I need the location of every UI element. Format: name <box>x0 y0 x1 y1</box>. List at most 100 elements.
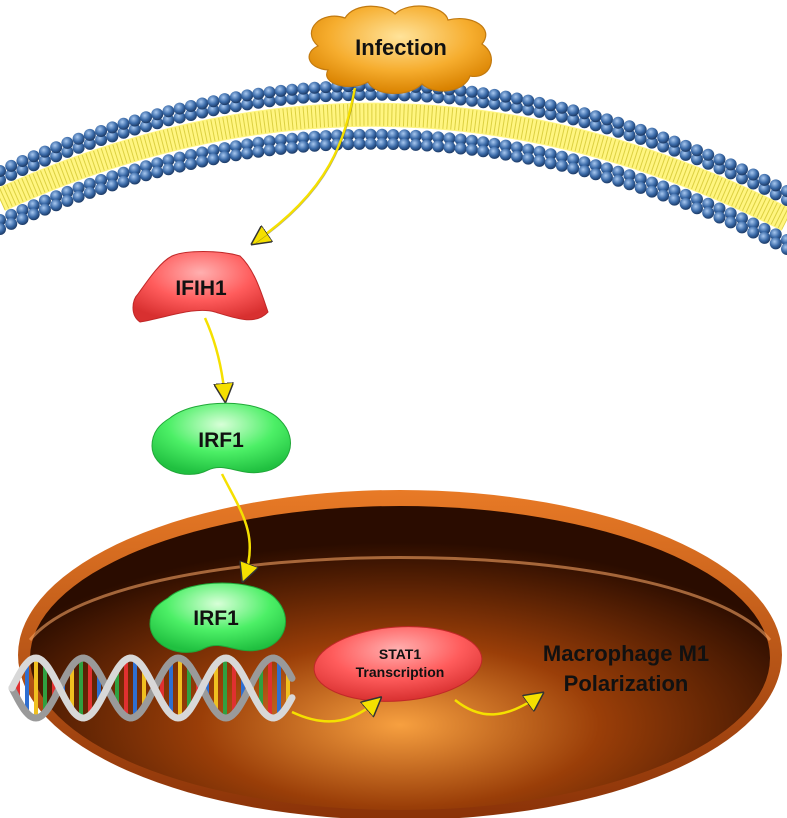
outcome-label-line1: Macrophage M1 <box>542 641 710 666</box>
membrane-bead <box>409 89 422 102</box>
membrane-bead <box>83 137 96 150</box>
membrane-bead <box>27 159 40 172</box>
membrane-bead <box>61 136 74 149</box>
membrane-bead <box>5 217 18 230</box>
membrane-bead <box>612 174 625 187</box>
membrane-bead <box>702 148 715 161</box>
membrane-bead <box>735 212 748 225</box>
membrane-bead <box>140 111 153 124</box>
membrane-bead <box>612 125 625 138</box>
membrane-bead <box>151 166 164 179</box>
membrane-bead <box>781 194 787 206</box>
membrane-bead <box>555 110 568 123</box>
membrane-bead <box>308 139 321 152</box>
membrane-bead <box>679 139 692 152</box>
membrane-bead <box>578 165 591 178</box>
membrane-bead <box>387 129 400 141</box>
membrane-bead <box>567 113 580 126</box>
membrane-bead <box>420 139 433 152</box>
membrane-bead <box>184 108 197 121</box>
membrane-bead <box>38 203 51 216</box>
membrane-bead <box>274 93 287 106</box>
membrane-bead <box>702 206 715 219</box>
membrane-bead <box>16 155 29 168</box>
membrane-bead <box>274 133 287 146</box>
membrane-bead <box>162 105 175 118</box>
membrane-bead <box>263 135 276 148</box>
membrane-bead <box>544 108 557 121</box>
membrane-bead <box>128 163 141 176</box>
membrane-bead <box>342 138 355 151</box>
membrane-bead <box>612 165 625 178</box>
membrane-bead <box>589 159 602 172</box>
membrane-bead <box>128 114 141 127</box>
membrane-bead <box>117 117 130 130</box>
membrane-bead <box>162 163 175 176</box>
membrane-bead <box>196 97 209 110</box>
membrane-bead <box>364 137 377 150</box>
membrane-bead <box>162 154 175 167</box>
membrane-bead <box>420 130 433 143</box>
membrane-bead <box>319 90 332 103</box>
membrane-bead <box>758 231 771 244</box>
membrane-bead <box>241 138 254 151</box>
stat1-transcription-node <box>313 626 483 702</box>
membrane-bead <box>465 143 478 156</box>
membrane-bead <box>173 160 186 173</box>
membrane-bead <box>623 178 636 191</box>
membrane-bead <box>533 105 546 118</box>
membrane-bead <box>207 153 220 166</box>
arrow-ifih1-to-irf1 <box>203 317 225 398</box>
membrane-bead <box>589 168 602 181</box>
membrane-bead <box>544 99 557 112</box>
membrane-bead <box>488 146 501 159</box>
membrane-bead <box>735 172 748 185</box>
membrane-bead <box>387 138 400 150</box>
membrane-bead <box>398 138 411 151</box>
membrane-bead <box>218 93 231 106</box>
membrane-bead <box>106 130 119 143</box>
membrane-bead <box>623 169 636 182</box>
membrane-bead <box>465 94 478 107</box>
membrane-bead <box>16 204 29 217</box>
membrane-bead <box>420 90 433 103</box>
membrane-bead <box>668 144 681 157</box>
membrane-bead <box>95 173 108 186</box>
membrane-bead <box>376 128 389 141</box>
membrane-bead <box>488 88 501 101</box>
membrane-bead <box>555 159 568 172</box>
membrane-bead <box>747 168 760 181</box>
membrane-bead <box>140 120 153 133</box>
arrow-irf1-to-nucleus <box>220 473 250 578</box>
arrow-infection-to-ifih1 <box>255 87 357 242</box>
membrane-bead <box>690 144 703 157</box>
membrane-bead <box>499 90 512 103</box>
membrane-bead <box>769 237 782 250</box>
irf1-cytoplasm-node <box>151 402 291 475</box>
membrane-bead <box>555 150 568 163</box>
membrane-bead <box>353 137 366 150</box>
membrane-bead <box>252 87 265 100</box>
membrane-bead <box>297 131 310 144</box>
membrane-bead <box>50 150 63 163</box>
membrane-bead <box>0 165 6 177</box>
membrane-bead <box>72 141 85 154</box>
membrane-bead <box>702 157 715 170</box>
membrane-bead <box>140 169 153 182</box>
outcome-label: Macrophage M1 Polarization <box>543 639 709 699</box>
membrane-bead <box>218 102 231 115</box>
membrane-bead <box>657 140 670 153</box>
membrane-bead <box>690 193 703 206</box>
membrane-bead <box>207 104 220 117</box>
membrane-bead <box>567 153 580 166</box>
membrane-bead <box>465 134 478 147</box>
membrane-bead <box>713 211 726 224</box>
membrane-bead <box>522 103 535 116</box>
membrane-bead <box>297 82 310 95</box>
membrane-bead <box>27 208 40 221</box>
membrane-bead <box>533 96 546 109</box>
membrane-bead <box>589 110 602 123</box>
membrane-bead <box>443 141 456 154</box>
outcome-label-line2: Polarization <box>563 671 689 696</box>
membrane-bead <box>252 136 265 149</box>
